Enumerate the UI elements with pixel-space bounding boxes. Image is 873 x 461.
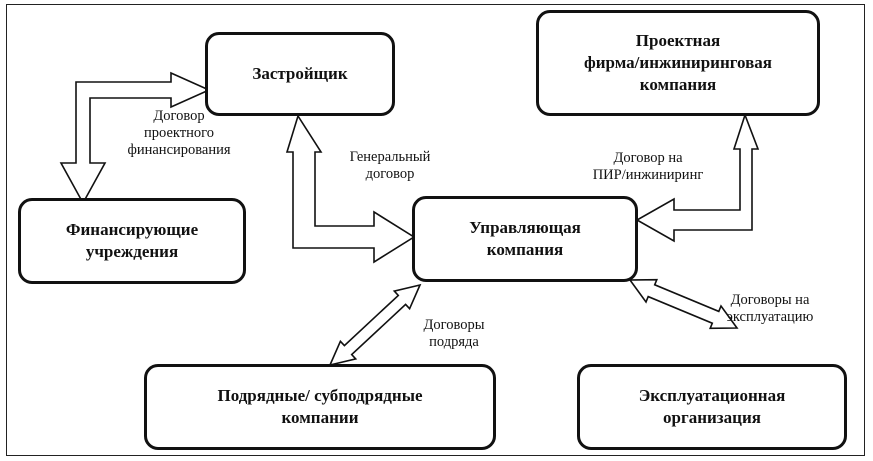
diagram-frame: [6, 4, 865, 456]
node-contractors: Подрядные/ субподрядные компании: [144, 364, 496, 450]
node-operating: Эксплуатационная организация: [577, 364, 847, 450]
label-operation-contracts: Договоры на эксплуатацию: [726, 292, 814, 325]
label-project-financing: Договор проектного финансирования: [127, 108, 231, 158]
node-developer: Застройщик: [205, 32, 395, 116]
label-construction-contracts: Договоры подряда: [423, 317, 485, 350]
arrow-management-operating: [628, 278, 739, 330]
node-design-firm: Проектная фирма/инжиниринговая компания: [536, 10, 820, 116]
label-design-contract: Договор на ПИР/инжиниринг: [592, 150, 704, 183]
node-financing: Финансирующие учреждения: [18, 198, 246, 284]
node-management: Управляющая компания: [412, 196, 638, 282]
arrow-developer-management: [285, 114, 416, 264]
label-general-contract: Генеральный договор: [349, 149, 431, 182]
